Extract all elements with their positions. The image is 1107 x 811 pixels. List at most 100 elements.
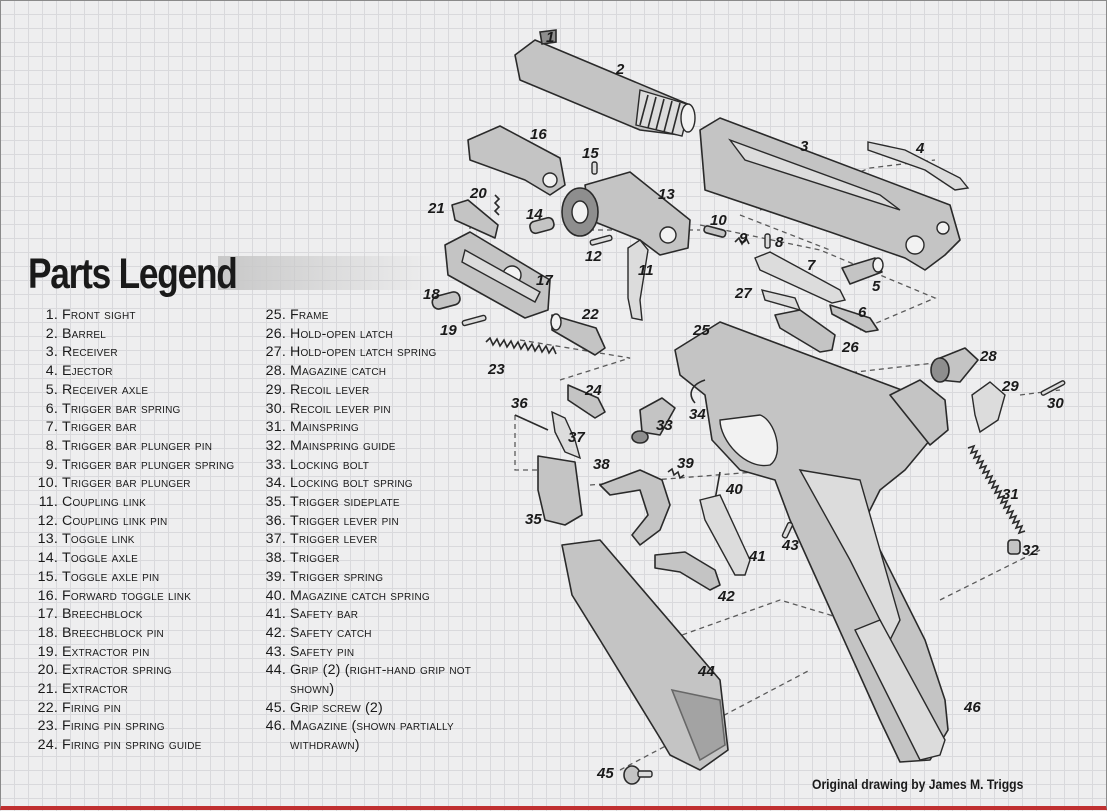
legend-item-label: Toggle axle pin bbox=[62, 568, 160, 585]
plunger-parts bbox=[703, 225, 771, 249]
legend-title: Parts Legend bbox=[28, 250, 238, 298]
callout-28: 28 bbox=[979, 348, 997, 365]
forward-toggle-link-part bbox=[467, 125, 566, 196]
legend-item: 34.Locking bolt spring bbox=[258, 474, 473, 493]
legend-item: 24.Firing pin spring guide bbox=[30, 736, 255, 755]
callout-43: 43 bbox=[781, 537, 799, 554]
callout-4: 4 bbox=[915, 140, 925, 157]
callout-33: 33 bbox=[656, 417, 673, 434]
legend-item-number: 32. bbox=[265, 437, 286, 454]
callout-20: 20 bbox=[469, 185, 487, 202]
locking-bolt-spring-part bbox=[690, 379, 706, 404]
legend-item-number: 13. bbox=[37, 531, 58, 548]
mainspring-part bbox=[967, 444, 1026, 535]
callout-40: 40 bbox=[725, 481, 743, 498]
callout-19: 19 bbox=[440, 322, 457, 339]
callout-17: 17 bbox=[536, 272, 553, 289]
legend-item: 21.Extractor bbox=[30, 680, 255, 699]
legend-item: 17.Breechblock bbox=[30, 605, 255, 624]
callout-36: 36 bbox=[511, 395, 528, 412]
hold-open-latch-spring-part bbox=[760, 289, 802, 312]
legend-item: 32.Mainspring guide bbox=[258, 437, 473, 456]
legend-item: 14.Toggle axle bbox=[30, 549, 255, 568]
legend-item-label: Mainspring guide bbox=[290, 437, 396, 454]
legend-item-number: 33. bbox=[265, 456, 286, 473]
legend-item: 23.Firing pin spring bbox=[30, 717, 255, 736]
extractor-spring-part bbox=[493, 194, 501, 216]
callout-30: 30 bbox=[1047, 395, 1064, 412]
legend-item-number: 46. bbox=[265, 718, 286, 735]
legend-item-number: 42. bbox=[265, 624, 286, 641]
legend-item-number: 8. bbox=[45, 437, 58, 454]
legend-item-label: Grip (2) (right-hand grip not shown) bbox=[290, 662, 472, 698]
legend-item-label: Firing pin spring bbox=[62, 718, 165, 735]
mainspring-guide-part bbox=[1007, 539, 1021, 555]
legend-item-label: Toggle axle bbox=[62, 550, 138, 567]
legend-item-label: Safety catch bbox=[290, 624, 372, 641]
legend-item-number: 18. bbox=[37, 624, 58, 641]
toggle-axle-pin-part bbox=[591, 161, 598, 175]
safety-pin-part bbox=[781, 521, 794, 539]
legend-item-label: Trigger spring bbox=[290, 568, 384, 585]
grip-screw-part bbox=[623, 765, 653, 785]
extractor-pin-part bbox=[461, 314, 487, 327]
legend-item: 29.Recoil lever bbox=[258, 381, 473, 400]
legend-item: 33.Locking bolt bbox=[258, 456, 473, 475]
legend-item: 27.Hold-open latch spring bbox=[258, 343, 473, 362]
legend-item-number: 3. bbox=[45, 344, 58, 361]
breechblock-pin-part bbox=[431, 291, 461, 310]
legend-item-number: 27. bbox=[265, 344, 286, 361]
grip-part bbox=[561, 539, 729, 771]
legend-item-number: 25. bbox=[265, 307, 286, 323]
legend-item-number: 37. bbox=[265, 531, 286, 548]
callout-5: 5 bbox=[872, 278, 881, 295]
recoil-lever-pin-part bbox=[1040, 380, 1066, 396]
legend-item-label: Trigger bar bbox=[62, 419, 137, 436]
legend-item-number: 19. bbox=[37, 643, 58, 660]
coupling-link-part bbox=[627, 239, 649, 321]
legend-item-number: 23. bbox=[37, 718, 58, 735]
recoil-lever-part bbox=[971, 381, 1006, 434]
legend-item: 20.Extractor spring bbox=[30, 661, 255, 680]
callout-34: 34 bbox=[689, 406, 706, 423]
legend-item-label: Hold-open latch spring bbox=[290, 344, 437, 361]
legend-item: 43.Safety pin bbox=[258, 643, 473, 662]
legend-item-number: 36. bbox=[265, 512, 286, 529]
legend-item-number: 43. bbox=[265, 643, 286, 660]
legend-item-label: Magazine catch spring bbox=[290, 587, 430, 604]
trigger-lever-part bbox=[551, 410, 582, 460]
callout-9: 9 bbox=[739, 230, 748, 247]
ejector-part bbox=[867, 141, 970, 191]
legend-item: 31.Mainspring bbox=[258, 418, 473, 437]
legend-item: 19.Extractor pin bbox=[30, 643, 255, 662]
callout-numbers: 1 2 3 4 5 6 7 8 9 10 11 12 13 14 15 16 1… bbox=[423, 29, 1064, 782]
callout-41: 41 bbox=[748, 548, 766, 565]
legend-item-number: 21. bbox=[37, 681, 58, 698]
callout-1: 1 bbox=[546, 29, 554, 46]
legend-item: 39.Trigger spring bbox=[258, 568, 473, 587]
legend-item-label: Extractor bbox=[62, 681, 129, 698]
callout-31: 31 bbox=[1002, 486, 1019, 503]
legend-item-number: 20. bbox=[37, 662, 58, 679]
callout-16: 16 bbox=[530, 126, 547, 143]
legend-item: 8.Trigger bar plunger pin bbox=[30, 437, 255, 456]
callout-29: 29 bbox=[1001, 378, 1019, 395]
callout-35: 35 bbox=[525, 511, 542, 528]
callout-12: 12 bbox=[585, 248, 602, 265]
legend-item-label: Magazine catch bbox=[290, 363, 387, 380]
legend-item: 2.Barrel bbox=[30, 325, 255, 344]
legend-item: 42.Safety catch bbox=[258, 624, 473, 643]
callout-3: 3 bbox=[800, 138, 809, 155]
legend-item-label: Trigger bar plunger spring bbox=[62, 456, 235, 473]
legend-item-number: 10. bbox=[37, 475, 58, 492]
legend-item-label: Front sight bbox=[62, 307, 136, 323]
legend-item-label: Extractor pin bbox=[62, 643, 150, 660]
firing-pin-spring-part bbox=[485, 336, 557, 355]
legend-item-number: 22. bbox=[37, 699, 58, 716]
legend-item-label: Trigger sideplate bbox=[290, 494, 400, 511]
legend-item-label: Recoil lever pin bbox=[290, 400, 391, 417]
callout-27: 27 bbox=[734, 285, 752, 302]
callout-18: 18 bbox=[423, 286, 440, 303]
legend-item-label: Firing pin spring guide bbox=[62, 737, 202, 754]
